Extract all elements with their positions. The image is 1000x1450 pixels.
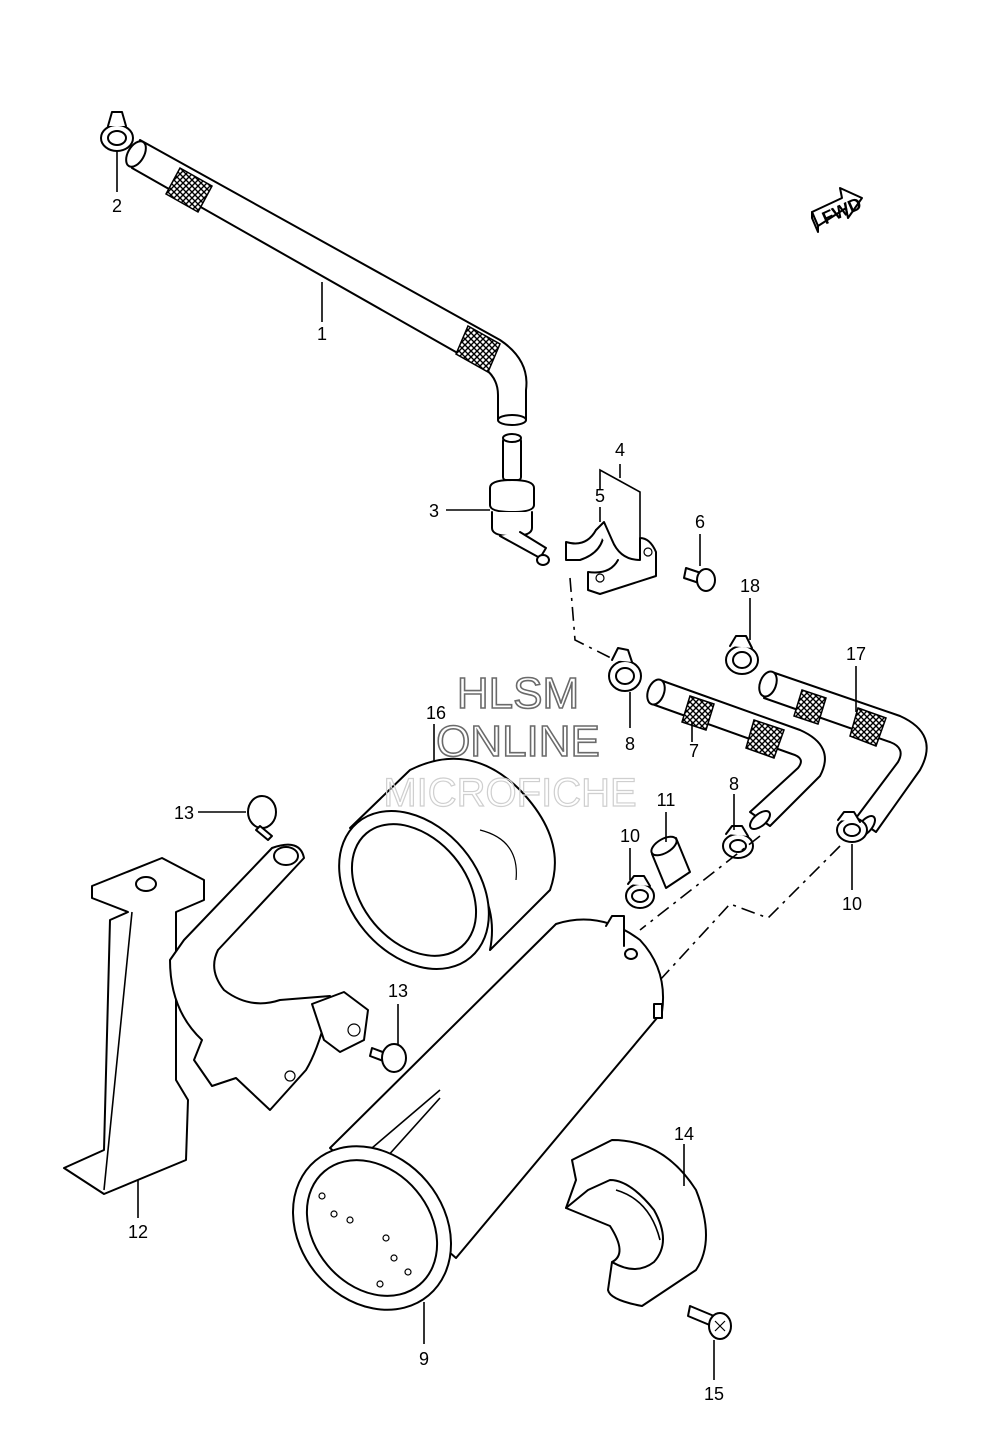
callout-14: 14	[674, 1124, 694, 1144]
callout-7: 7	[689, 741, 699, 761]
fwd-arrow-icon: FWD	[811, 187, 865, 233]
watermark-line3: MICROFICHE	[383, 771, 636, 815]
callout-6: 6	[695, 512, 705, 532]
callout-5: 5	[595, 486, 605, 506]
callout-13-lower: 13	[388, 981, 408, 1001]
callout-17: 17	[846, 644, 866, 664]
watermark: HLSM ONLINE MICROFICHE	[383, 668, 638, 815]
screw-part-6	[683, 534, 716, 592]
screw-part-13-upper	[198, 795, 277, 841]
callout-2: 2	[112, 196, 122, 216]
clamp-part-10-left	[625, 848, 655, 909]
hose-part-1	[125, 139, 528, 426]
callout-1: 1	[317, 324, 327, 344]
callout-4: 4	[615, 440, 625, 460]
hose-part-7	[646, 678, 826, 830]
cushion-part-16	[338, 724, 556, 970]
bracket-part-4-5	[565, 464, 657, 595]
holder-part-14	[565, 1139, 707, 1307]
clamp-part-8-lower	[722, 794, 754, 859]
callout-9: 9	[419, 1349, 429, 1369]
sleeve-part-11	[650, 812, 691, 889]
clamp-part-10-right	[836, 811, 868, 890]
callout-labels: 1 2 3 4 5 6 7 8 8 9 10 10 11 12 13 13 14…	[112, 196, 866, 1404]
callout-8-upper: 8	[625, 734, 635, 754]
clamp-part-18	[725, 598, 759, 675]
callout-8-lower: 8	[729, 774, 739, 794]
screw-part-13-lower	[369, 1004, 407, 1073]
callout-12: 12	[128, 1222, 148, 1242]
callout-15: 15	[704, 1384, 724, 1404]
callout-13-upper: 13	[174, 803, 194, 823]
bracket-part-12	[63, 843, 369, 1218]
callout-10-right: 10	[842, 894, 862, 914]
fitting-part-3	[446, 433, 616, 661]
hose-part-17	[758, 666, 928, 837]
callout-10-left: 10	[620, 826, 640, 846]
callout-18: 18	[740, 576, 760, 596]
canister-part-9	[291, 915, 664, 1344]
watermark-line2: ONLINE	[436, 717, 600, 766]
screw-part-15	[687, 1305, 732, 1380]
callout-16: 16	[426, 703, 446, 723]
callout-11: 11	[657, 790, 676, 810]
clamp-part-2	[100, 111, 134, 192]
watermark-line1: HLSM	[457, 669, 579, 718]
clamp-part-8-upper	[608, 647, 642, 728]
callout-3: 3	[429, 501, 439, 521]
